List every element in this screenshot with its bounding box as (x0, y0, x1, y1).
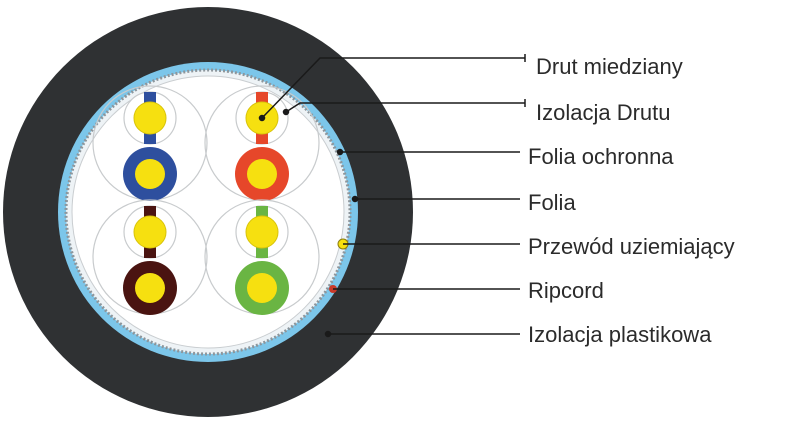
leader-wire-insulation (285, 102, 525, 113)
label-protective-foil: Folia ochronna (528, 144, 674, 169)
label-ground-wire: Przewód uziemiający (528, 234, 735, 259)
leader-copper-wire (261, 57, 525, 119)
pair-blue (92, 85, 208, 201)
label-copper-wire: Drut miedziany (536, 54, 683, 79)
label-ripcord: Ripcord (528, 278, 604, 303)
label-foil: Folia (528, 190, 576, 215)
pair-green (204, 199, 320, 315)
pair-brown (92, 199, 208, 315)
label-plastic-insulation: Izolacja plastikowa (528, 322, 712, 347)
label-wire-insulation: Izolacja Drutu (536, 100, 671, 125)
leader-lines (258, 54, 526, 338)
inner-filler (71, 75, 345, 349)
